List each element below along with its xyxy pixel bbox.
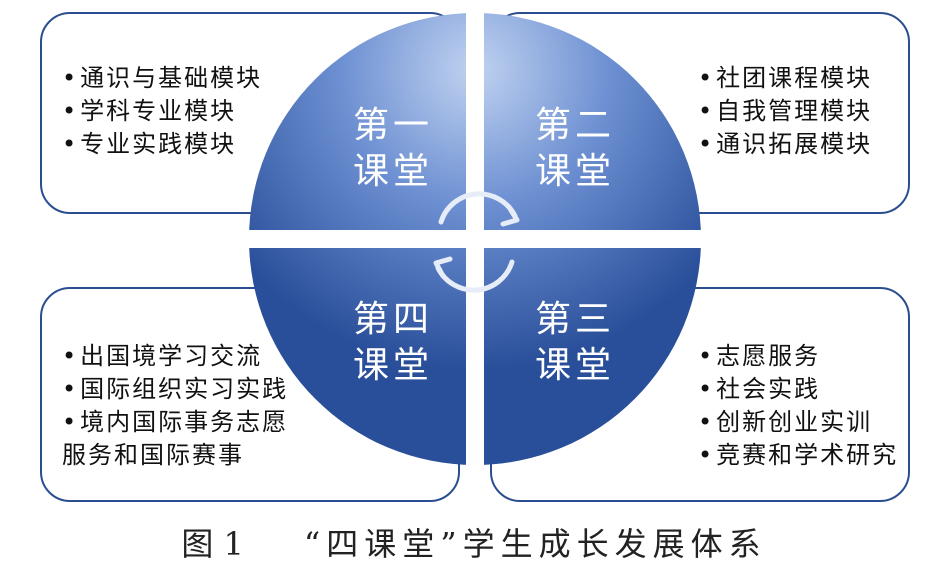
first-classroom-label: 第一 课堂 xyxy=(338,103,448,195)
label-line: 课堂 xyxy=(352,151,433,192)
list-item: 专业实践模块 xyxy=(62,128,262,161)
second-classroom-label: 第二 课堂 xyxy=(520,103,630,195)
third-classroom-label: 第三 课堂 xyxy=(520,297,630,389)
second-classroom-list: 社团课程模块 自我管理模块 通识拓展模块 xyxy=(698,62,872,161)
label-line: 第二 xyxy=(534,105,615,146)
list-item: 竞赛和学术研究 xyxy=(698,439,898,472)
list-item: 境内国际事务志愿 xyxy=(62,406,312,439)
label-line: 课堂 xyxy=(352,345,433,386)
list-item: 国际组织实习实践 xyxy=(62,373,312,406)
list-item: 创新创业实训 xyxy=(698,406,898,439)
label-line: 课堂 xyxy=(534,151,615,192)
quadrant-circle xyxy=(249,13,701,465)
label-line: 第一 xyxy=(352,105,433,146)
cycle-arrows-icon xyxy=(433,191,520,293)
list-item-continuation: 服务和国际赛事 xyxy=(62,441,244,469)
figure-number: 图 1 xyxy=(181,525,244,563)
figure-caption: 图 1 “四课堂”学生成长发展体系 xyxy=(0,522,948,566)
fourth-classroom-label: 第四 课堂 xyxy=(338,297,448,389)
fourth-classroom-list: 出国境学习交流 国际组织实习实践 境内国际事务志愿 服务和国际赛事 xyxy=(62,340,312,472)
first-classroom-list: 通识与基础模块 学科专业模块 专业实践模块 xyxy=(62,62,262,161)
list-item: 通识拓展模块 xyxy=(698,128,872,161)
third-classroom-list: 志愿服务 社会实践 创新创业实训 竞赛和学术研究 xyxy=(698,340,898,472)
label-line: 课堂 xyxy=(534,345,615,386)
four-classroom-diagram: 通识与基础模块 学科专业模块 专业实践模块 社团课程模块 自我管理模块 通识拓展… xyxy=(0,0,948,520)
list-item: 志愿服务 xyxy=(698,340,898,373)
figure-title: “四课堂”学生成长发展体系 xyxy=(303,525,767,563)
list-item: 社团课程模块 xyxy=(698,62,872,95)
list-item: 社会实践 xyxy=(698,373,898,406)
label-line: 第三 xyxy=(534,299,615,340)
label-line: 第四 xyxy=(352,299,433,340)
list-item: 出国境学习交流 xyxy=(62,340,312,373)
list-item: 自我管理模块 xyxy=(698,95,872,128)
list-item: 学科专业模块 xyxy=(62,95,262,128)
list-item: 通识与基础模块 xyxy=(62,62,262,95)
